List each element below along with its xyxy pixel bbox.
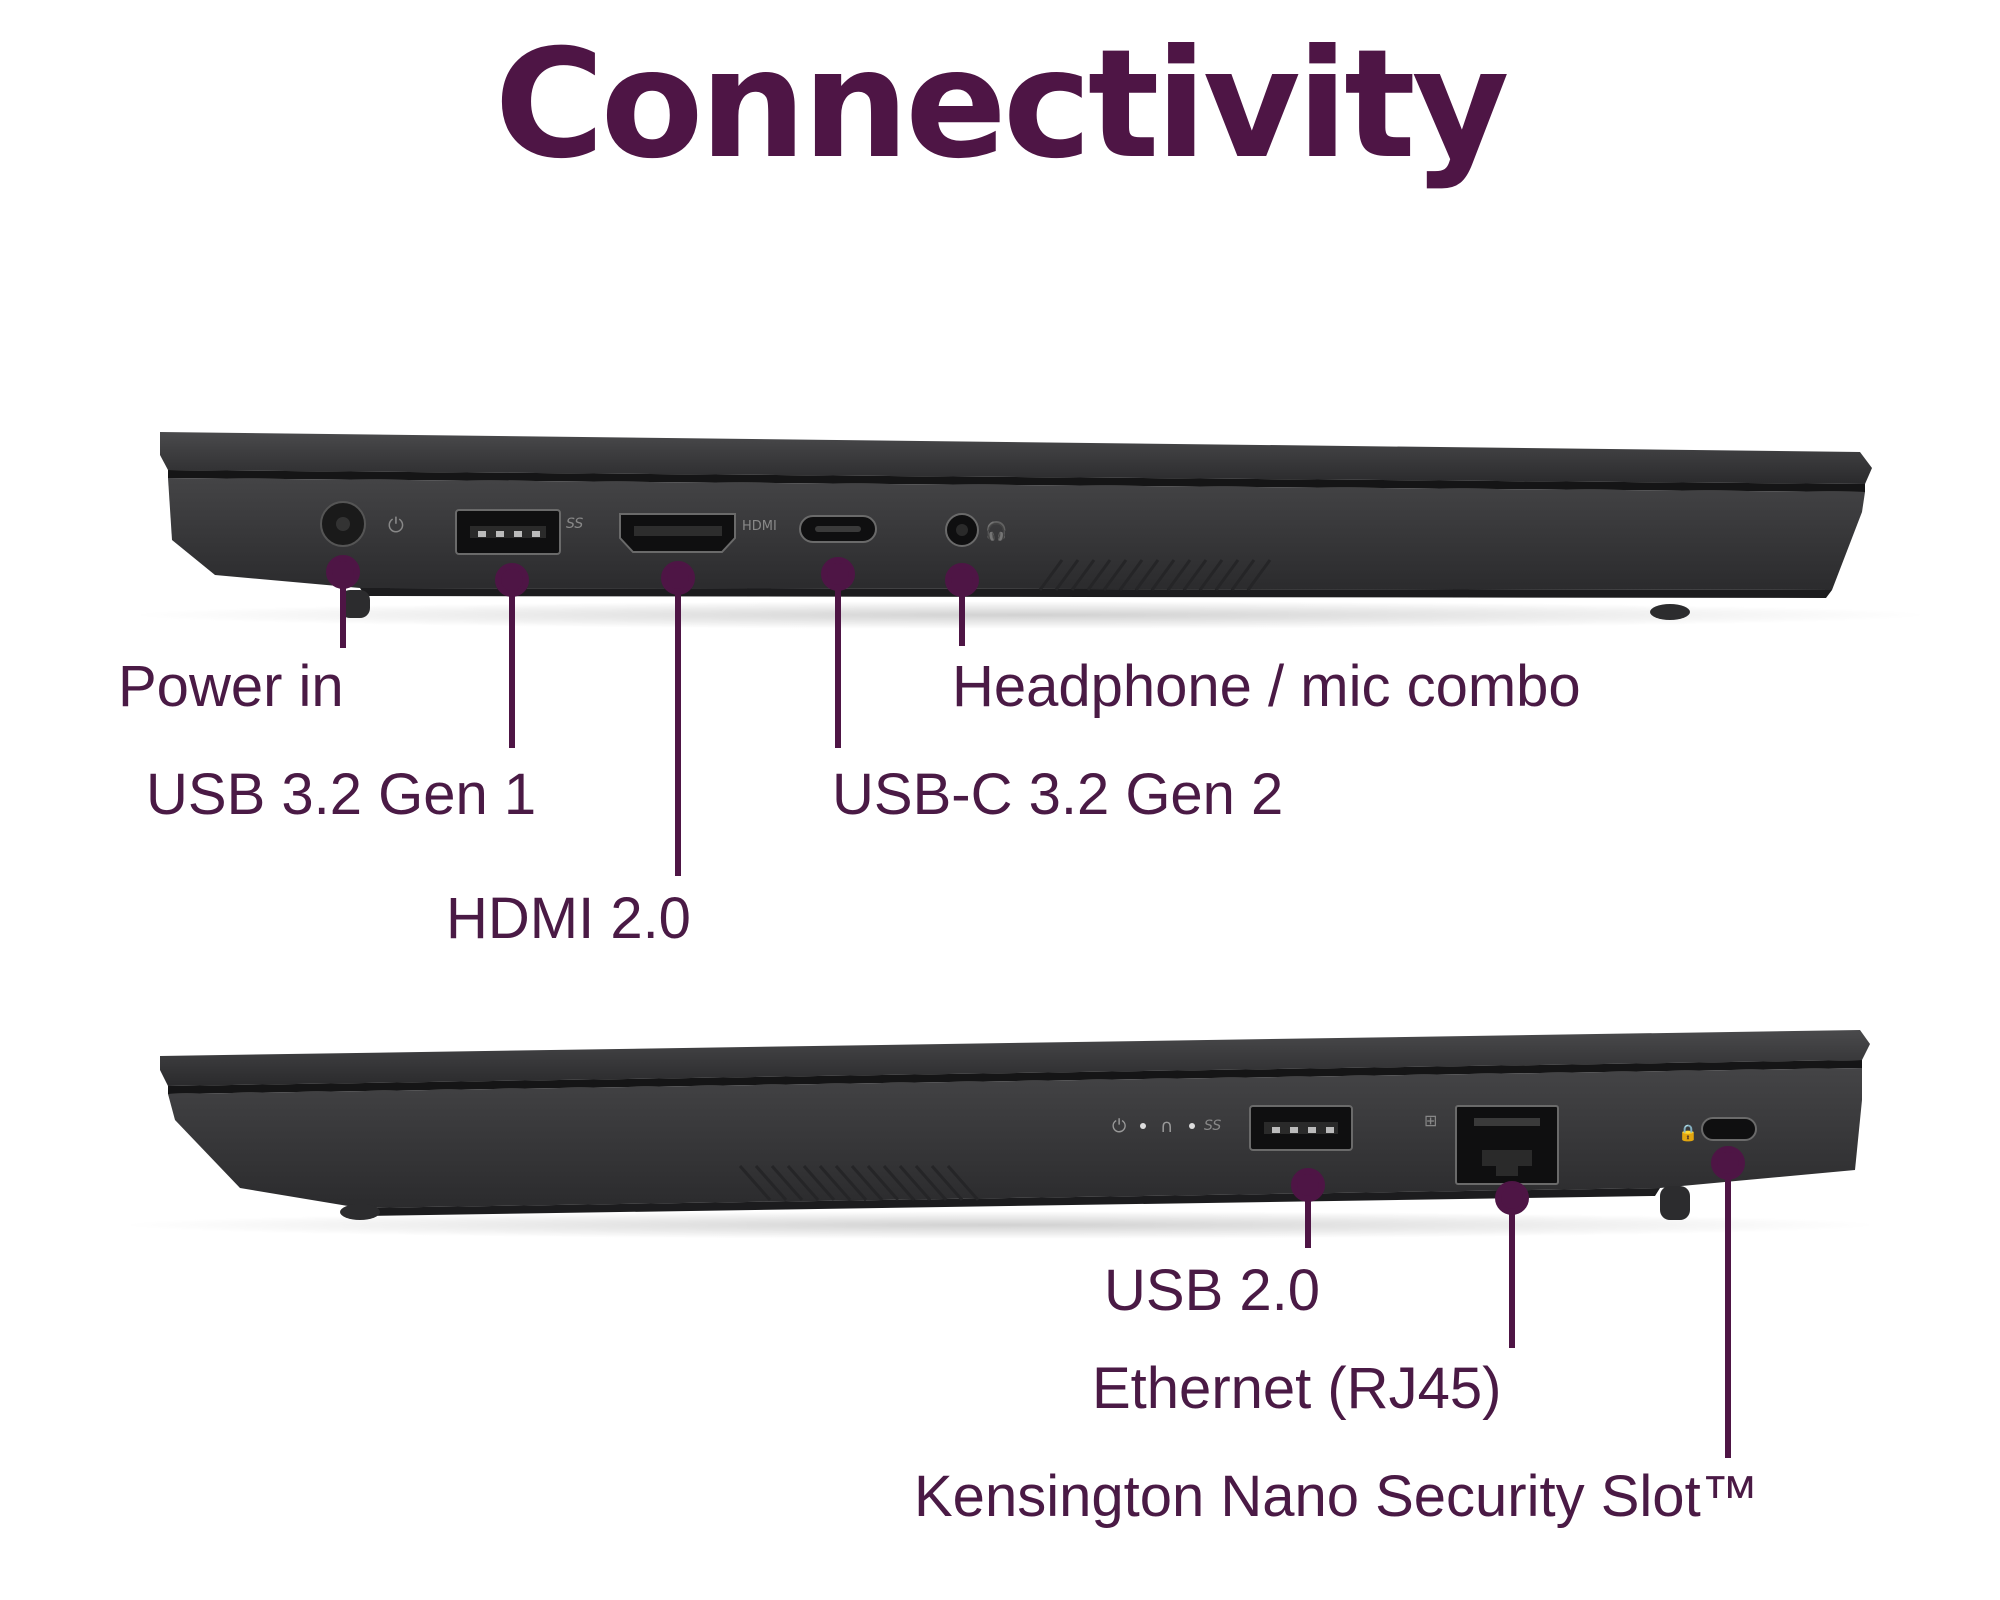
- svg-text:⊞: ⊞: [1424, 1111, 1437, 1130]
- svg-text:⏻: ⏻: [388, 513, 404, 537]
- svg-text:SS: SS: [566, 516, 583, 532]
- indicator-icons: ⏻ ∩ SS: [1112, 1116, 1221, 1137]
- label-usb-2-0: USB 2.0: [1104, 1258, 1320, 1323]
- callouts: [326, 555, 1745, 1458]
- usb-a-port-right: [1249, 1105, 1353, 1151]
- ethernet-port: ⊞: [1424, 1105, 1559, 1185]
- svg-text:🎧: 🎧: [985, 520, 1007, 542]
- label-ethernet-rj45: Ethernet (RJ45): [1092, 1356, 1502, 1421]
- kensington-slot: 🔒: [1678, 1117, 1757, 1142]
- usb-c-port: [799, 515, 877, 543]
- label-kensington-nano-security-slot: Kensington Nano Security Slot™: [914, 1464, 1759, 1529]
- laptop-left-side: ⏻ SS HDMI 🎧: [130, 432, 1930, 629]
- label-usb-c-3-2-gen-2: USB-C 3.2 Gen 2: [832, 762, 1284, 827]
- label-power-in: Power in: [118, 654, 344, 719]
- audio-jack: 🎧: [945, 513, 1007, 547]
- hdmi-port: HDMI: [619, 513, 777, 553]
- label-hdmi-2-0: HDMI 2.0: [446, 886, 691, 951]
- svg-text:∩: ∩: [1160, 1116, 1173, 1137]
- page-title: Connectivity: [494, 18, 1509, 192]
- label-headphone-mic-combo: Headphone / mic combo: [952, 654, 1581, 719]
- laptop-right-side: ⏻ ∩ SS ⊞ 🔒: [120, 1030, 1880, 1239]
- label-usb-3-2-gen-1: USB 3.2 Gen 1: [146, 762, 537, 827]
- svg-text:🔒: 🔒: [1678, 1123, 1698, 1142]
- svg-text:⏻: ⏻: [1112, 1116, 1126, 1137]
- svg-text:SS: SS: [1204, 1118, 1221, 1134]
- power-port: ⏻: [320, 501, 404, 547]
- svg-text:HDMI: HDMI: [742, 519, 777, 534]
- usb-a-port: SS: [455, 509, 583, 555]
